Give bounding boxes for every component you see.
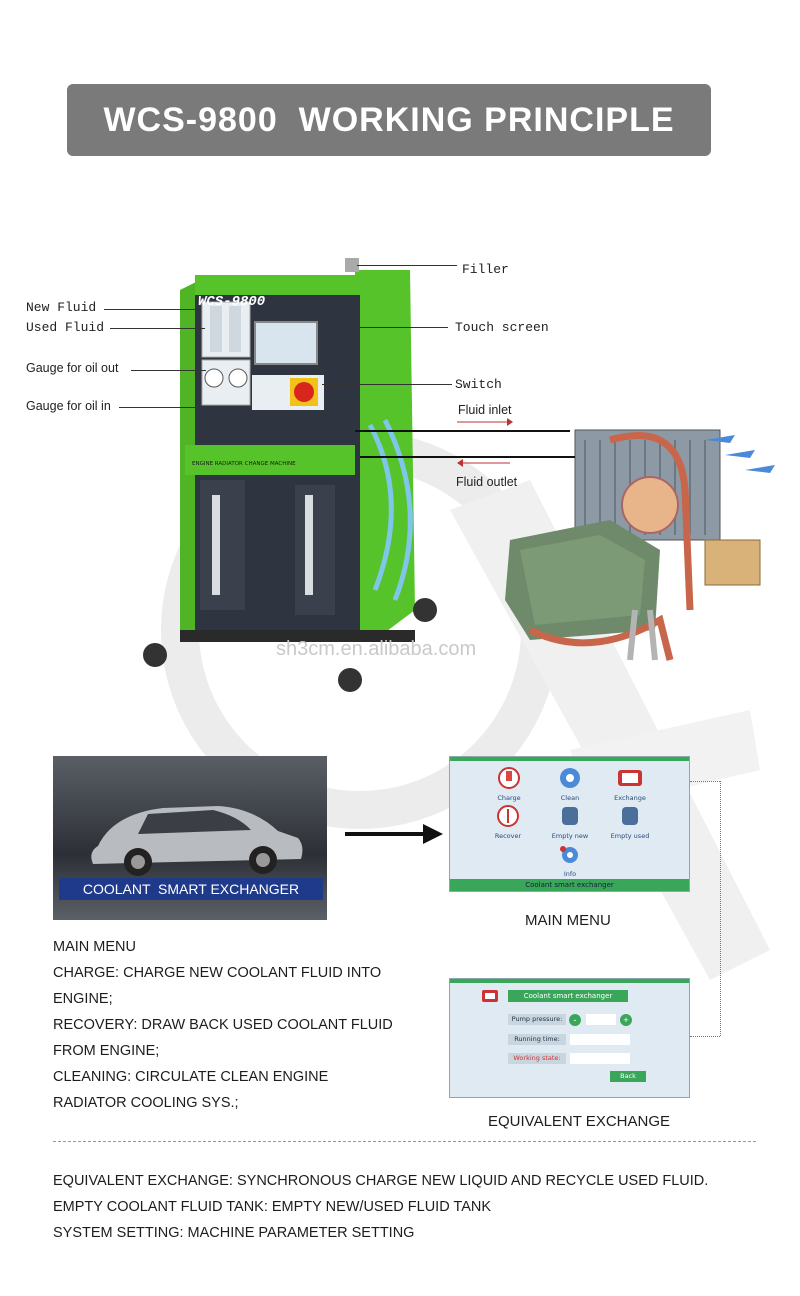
recover-button[interactable]: Recover [492,805,524,840]
page-title: WCS-9800 WORKING PRINCIPLE [103,100,675,139]
recover-label: Recover [494,832,522,840]
exchange-screen: Coolant smart exchanger Pump pressure: -… [449,978,690,1098]
touch-screen-leader [318,327,448,328]
separator [53,1141,756,1142]
empty-used-label: Empty used [610,832,650,840]
main-menu-caption: MAIN MENU [525,912,611,929]
recover-icon [497,805,519,827]
description-line: ENGINE; [53,991,113,1007]
description-line: CLEANING: CIRCULATE CLEAN ENGINE [53,1069,329,1085]
description-line: RADIATOR COOLING SYS.; [53,1095,239,1111]
connector-bottom [690,1036,720,1037]
working-state-label: Working state: [508,1053,566,1064]
running-time-label: Running time: [508,1034,566,1045]
exchange-icon [618,770,642,786]
car-banner: COOLANT SMART EXCHANGER [59,878,323,900]
description-line: CHARGE: CHARGE NEW COOLANT FLUID INTO [53,965,382,981]
gear-icon [560,846,578,863]
watermark-text: sh3cm.en.alibaba.com [276,638,477,660]
fluid-inlet-label: Fluid inlet [458,403,512,417]
title-banner: WCS-9800 WORKING PRINCIPLE [67,84,711,156]
empty-used-button[interactable]: Empty used [608,805,652,840]
description-line: FROM ENGINE; [53,1043,160,1059]
description-line: MAIN MENU [53,939,136,955]
gauge-oil-out-label: Gauge for oil out [26,361,119,375]
switch-leader [322,384,452,385]
machine-brand-label: WCS-9800 [198,294,266,310]
info-button[interactable]: Info [555,845,585,878]
description-line: RECOVERY: DRAW BACK USED COOLANT FLUID [53,1017,393,1033]
arrow-right-icon [345,824,443,844]
car-image: COOLANT SMART EXCHANGER [53,756,327,920]
footer-block: EQUIVALENT EXCHANGE: SYNCHRONOUS CHARGE … [53,1168,773,1246]
car-banner-text: COOLANT SMART EXCHANGER [82,881,300,897]
description-block: MAIN MENU CHARGE: CHARGE NEW COOLANT FLU… [53,934,433,1116]
gauge-in-leader [119,407,204,408]
switch-label: Switch [455,377,502,392]
coolant-machine-illustration [143,258,437,692]
empty-new-button[interactable]: Empty new [550,805,590,840]
pump-pressure-label: Pump pressure: [508,1014,566,1025]
charge-icon [498,767,520,789]
exchange-header: Coolant smart exchanger [508,990,628,1002]
filler-label: Filler [462,262,509,277]
fluid-outlet-label: Fluid outlet [456,475,518,489]
filler-leader [357,265,457,266]
back-button[interactable]: Back [610,1071,646,1082]
engine-radiator-illustration [505,429,775,661]
charge-button[interactable]: Charge [495,767,523,802]
exchange-label: Exchange [614,794,646,802]
main-menu-footer-text: Coolant smart exchanger [525,881,614,889]
exchange-small-icon [482,990,498,1002]
new-fluid-leader [104,309,199,310]
clean-button[interactable]: Clean [555,767,585,802]
plus-button[interactable]: + [620,1014,632,1026]
footer-line: SYSTEM SETTING: MACHINE PARAMETER SETTIN… [53,1225,415,1241]
main-menu-screen: Charge Clean Exchange Recover Empty new … [449,756,690,892]
touch-screen-label: Touch screen [455,320,549,335]
machine-panel-label: ENGINE RADIATOR CHANGE MACHINE [192,461,296,467]
clean-icon [560,768,580,788]
connector-vertical [720,781,721,1036]
pump-pressure-value [586,1014,616,1025]
gauge-oil-in-label: Gauge for oil in [26,399,111,413]
empty-new-label: Empty new [551,832,589,840]
connector-top [690,781,720,782]
running-time-value [570,1034,630,1045]
car-illustration [91,806,303,876]
flow-arrows [457,418,513,467]
footer-line: EMPTY COOLANT FLUID TANK: EMPTY NEW/USED… [53,1199,492,1215]
tank-new-icon [562,807,578,825]
clean-label: Clean [560,794,580,802]
exchange-header-text: Coolant smart exchanger [523,992,613,1000]
outlet-line [360,456,575,458]
main-menu-footer: Coolant smart exchanger [450,879,689,891]
gauge-out-leader [131,370,206,371]
exchange-button[interactable]: Exchange [610,767,650,802]
footer-line: EQUIVALENT EXCHANGE: SYNCHRONOUS CHARGE … [53,1173,709,1189]
charge-label: Charge [497,794,521,802]
minus-button[interactable]: - [569,1014,581,1026]
new-fluid-label: New Fluid [26,300,97,315]
tank-used-icon [622,807,638,825]
info-label: Info [563,870,577,878]
working-state-value [570,1053,630,1064]
exchange-caption: EQUIVALENT EXCHANGE [488,1113,670,1130]
inlet-line [355,430,570,432]
used-fluid-leader [110,328,205,329]
used-fluid-label: Used Fluid [26,320,105,335]
